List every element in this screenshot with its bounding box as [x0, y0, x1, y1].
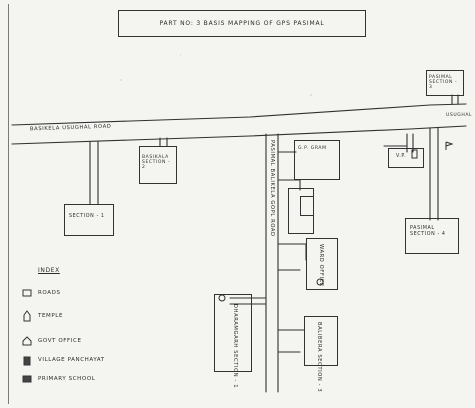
- spur-right-a: [406, 133, 414, 153]
- temple-icon: [316, 278, 324, 286]
- section2-text: BASIKALA SECTION - 2: [142, 155, 171, 171]
- legend-label-primary-school: PRIMARY SCHOOL: [38, 375, 96, 382]
- title-box: PART No: 3 BASIS MAPPING OF GPS PASIMAL: [118, 10, 366, 37]
- legend-title: INDEX: [38, 267, 60, 274]
- branch-dharamgarh: [229, 297, 267, 305]
- dharamgarh-box: [214, 294, 252, 372]
- spur-section1: [89, 141, 99, 205]
- legend-label-village-panchayat: VILLAGE PANCHAYAT: [38, 357, 105, 364]
- village-panchayat-icon: [411, 149, 418, 159]
- gram-text: G.P. GRAM: [298, 146, 327, 151]
- branch-upper: [277, 179, 301, 191]
- pasimal-sec3-label: PASIMAL SECTION - 3: [429, 75, 461, 91]
- legend-item-primary-school: PRIMARY SCHOOL: [22, 375, 95, 383]
- legend-item-roads: ROADS: [22, 289, 61, 297]
- map-title: PART No: 3 BASIS MAPPING OF GPS PASIMAL: [159, 20, 325, 27]
- section1-box: [64, 204, 114, 236]
- legend-item-temple: TEMPLE: [22, 310, 63, 322]
- primary-school-icon: [22, 375, 32, 383]
- ds-box: [300, 196, 314, 216]
- office-icon: [218, 294, 226, 302]
- ward-office-box: [306, 238, 338, 290]
- legend-item-govt-office: GOVT OFFICE: [22, 336, 82, 346]
- main-road-top-edge: [11, 103, 467, 126]
- right-road-label: USUGHAL: [446, 113, 473, 118]
- legend-item-village-panchayat: VILLAGE PANCHAYAT: [22, 355, 105, 366]
- legend-label-temple: TEMPLE: [38, 312, 64, 319]
- vp-label: V.P.: [396, 154, 407, 159]
- temple-icon: [23, 310, 31, 322]
- legend-label-govt-office: GOVT OFFICE: [38, 337, 82, 344]
- road-icon: [22, 289, 32, 297]
- govt-office-icon: [22, 336, 32, 346]
- pasimal-sec3-box: [426, 70, 464, 96]
- pasimal-sec4-label: PASIMAL SECTION - 4: [410, 226, 454, 237]
- spur-section2: [159, 137, 168, 147]
- pasimal-sec3-text: PASIMAL SECTION - 3: [429, 75, 458, 91]
- spur-right-b: [429, 127, 439, 221]
- section1-label: SECTION - 1: [69, 214, 105, 219]
- pasimal-sec4-box: [405, 218, 459, 254]
- section2-box: [139, 146, 177, 184]
- right-connector: [451, 94, 459, 105]
- legend-label-roads: ROADS: [38, 289, 61, 296]
- balibera-box: [304, 316, 338, 366]
- village-panchayat-icon: [23, 356, 31, 366]
- gram-label: G.P. GRAM: [298, 146, 336, 151]
- gram-box: [294, 140, 340, 180]
- section2-label: BASIKALA SECTION - 2: [142, 155, 174, 171]
- flag-icon: [445, 141, 454, 150]
- pasimal-sec4-text: PASIMAL SECTION - 4: [410, 226, 446, 237]
- sheet-border: [8, 4, 471, 404]
- vp-box: [388, 148, 424, 168]
